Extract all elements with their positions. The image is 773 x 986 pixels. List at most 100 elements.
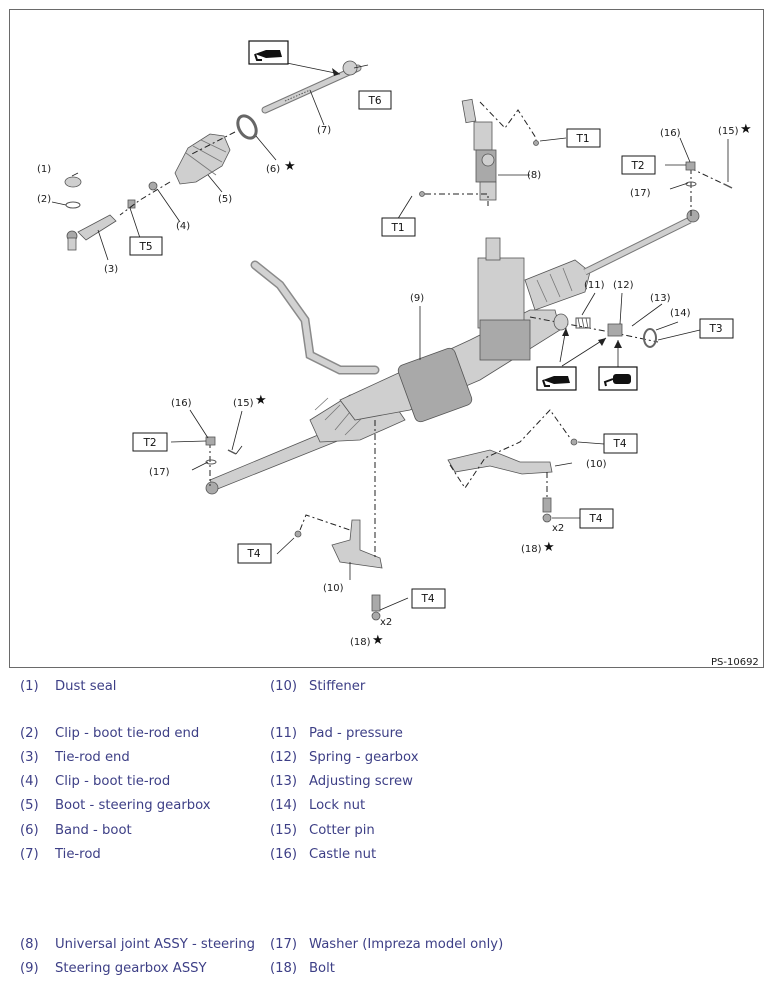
torque-label-t5: T5: [129, 236, 163, 256]
callout-17-right: (17): [630, 188, 651, 199]
figure-id: PS-10692: [711, 657, 759, 668]
legend-text-6: Band - boot: [55, 823, 132, 838]
legend-text-18: Bolt: [309, 961, 335, 976]
callout-4: (4): [176, 221, 190, 232]
sealant-icon: [598, 366, 638, 391]
callout-12: (12): [613, 280, 634, 291]
torque-label-t4-right-bottom: T4: [579, 508, 614, 529]
callout-14: (14): [670, 308, 691, 319]
callout-18-bottom-star: ★: [372, 633, 384, 648]
grease-icon: [248, 40, 289, 65]
callout-18-right-star: ★: [543, 540, 555, 555]
tie-rod-assembly-upper: [64, 60, 362, 251]
steering-gearbox-part: [205, 209, 700, 495]
quantity-x2-bottom: x2: [380, 617, 392, 628]
torque-label-t6: T6: [358, 90, 392, 110]
legend-num-9: (9): [20, 961, 39, 976]
boot-steering-gearbox-part: [174, 133, 231, 185]
legend-text-10: Stiffener: [309, 679, 366, 694]
legend-num-11: (11): [270, 726, 298, 741]
adjustment-parts: [529, 313, 659, 348]
torque-label-t4-left: T4: [237, 543, 272, 564]
tie-rod-part: [261, 60, 362, 114]
callout-3: (3): [104, 264, 118, 275]
torque-label-t4-bottom: T4: [411, 588, 446, 609]
callout-15-left-star: ★: [255, 393, 267, 408]
callout-6: (6): [266, 164, 280, 175]
svg-text:T4: T4: [246, 548, 260, 560]
legend-text-4: Clip - boot tie-rod: [55, 774, 171, 789]
legend-num-16: (16): [270, 847, 298, 862]
torque-label-t4-right-top: T4: [603, 433, 638, 454]
quantity-x2-right: x2: [552, 523, 564, 534]
legend-text-14: Lock nut: [309, 798, 366, 813]
callout-10-right: (10): [586, 459, 607, 470]
svg-text:T1: T1: [390, 222, 404, 234]
spring-gearbox-part: [575, 317, 591, 329]
legend-num-2: (2): [20, 726, 39, 741]
legend-num-13: (13): [270, 774, 298, 789]
svg-text:T4: T4: [612, 438, 626, 450]
legend-num-12: (12): [270, 750, 298, 765]
svg-text:T2: T2: [142, 437, 156, 449]
callout-15-right-star: ★: [740, 122, 752, 137]
callout-13: (13): [650, 293, 671, 304]
callout-15-left: (15): [233, 398, 254, 409]
svg-text:T4: T4: [588, 513, 602, 525]
callout-11: (11): [584, 280, 605, 291]
callout-9: (9): [410, 293, 424, 304]
left-tie-rod-fasteners: [205, 436, 237, 486]
legend-text-15: Cotter pin: [309, 823, 375, 838]
legend-text-2: Clip - boot tie-rod end: [55, 726, 200, 741]
legend-text-1: Dust seal: [55, 679, 117, 694]
callout-16-left: (16): [171, 398, 192, 409]
clip-boot-tie-rod-part: [148, 181, 158, 191]
torque-label-t1-left: T1: [381, 217, 416, 237]
callout-1: (1): [37, 164, 51, 175]
callout-7: (7): [317, 125, 331, 136]
callout-18-bottom: (18): [350, 637, 371, 648]
svg-text:T3: T3: [708, 323, 722, 335]
legend-text-17: Washer (Impreza model only): [309, 937, 504, 952]
stiffener-lower-part: [294, 420, 383, 621]
legend-num-7: (7): [20, 847, 39, 862]
right-tie-rod-fasteners: [685, 161, 733, 216]
exploded-parts-diagram: T6 T5 T1 T1 T2 T2 T3 T4 T4 T4 T4 (1) (2: [9, 9, 764, 668]
legend-num-14: (14): [270, 798, 298, 813]
adjusting-screw-part: [607, 323, 623, 337]
torque-label-t2-right: T2: [621, 155, 656, 175]
dust-seal-part: [64, 176, 82, 188]
svg-text:T2: T2: [630, 160, 644, 172]
stiffener-right-part: [447, 409, 578, 523]
legend-num-8: (8): [20, 937, 39, 952]
grease-icon-lower: [536, 366, 577, 391]
callout-8: (8): [527, 170, 541, 181]
legend-text-5: Boot - steering gearbox: [55, 798, 211, 813]
legend-text-16: Castle nut: [309, 847, 377, 862]
legend-text-11: Pad - pressure: [309, 726, 403, 741]
legend-num-1: (1): [20, 679, 39, 694]
u-joint-dash-line: [479, 101, 537, 142]
legend-text-13: Adjusting screw: [309, 774, 413, 789]
legend-num-18: (18): [270, 961, 298, 976]
legend-text-3: Tie-rod end: [55, 750, 130, 765]
callout-5: (5): [218, 194, 232, 205]
callout-15-right: (15): [718, 126, 739, 137]
u-joint-lower-dash: [425, 193, 489, 206]
callout-2: (2): [37, 194, 51, 205]
legend-num-3: (3): [20, 750, 39, 765]
callout-16-right: (16): [660, 128, 681, 139]
legend-text-8: Universal joint ASSY - steering: [55, 937, 255, 952]
callout-17-left: (17): [149, 467, 170, 478]
torque-label-t2-left: T2: [132, 432, 168, 452]
legend-num-5: (5): [20, 798, 39, 813]
clip-boot-tie-rod-end-part: [65, 201, 81, 209]
legend-text-12: Spring - gearbox: [309, 750, 419, 765]
torque-label-t3: T3: [699, 318, 734, 339]
svg-text:T4: T4: [420, 593, 434, 605]
band-boot-part: [236, 114, 258, 140]
legend-num-17: (17): [270, 937, 298, 952]
legend-text-7: Tie-rod: [55, 847, 101, 862]
universal-joint-part: [461, 98, 497, 201]
legend-num-15: (15): [270, 823, 298, 838]
